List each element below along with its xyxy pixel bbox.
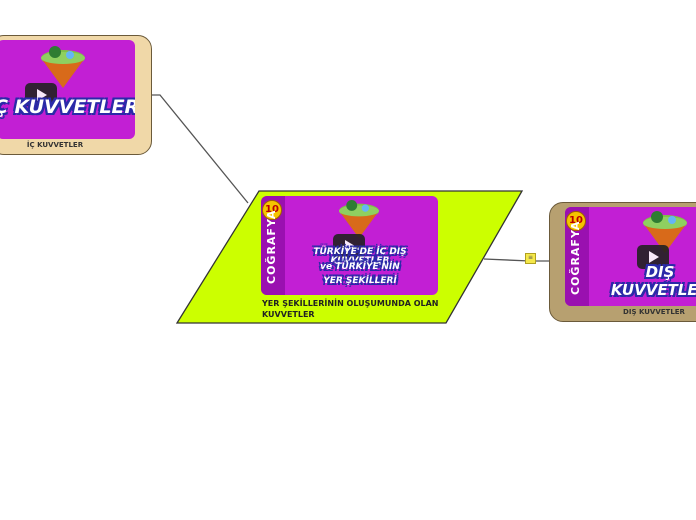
node-ic-kuvvetler[interactable]: İÇ KUVVETLER İÇ KUVVETLER xyxy=(0,35,152,155)
landscape-icon xyxy=(339,200,379,239)
play-icon[interactable] xyxy=(25,83,57,107)
play-icon[interactable] xyxy=(637,245,669,269)
node-label: İÇ KUVVETLER xyxy=(26,141,84,149)
thumbnail-center[interactable]: 10 COĞRAFYA TÜRKİYE'DE İÇ DIŞ KUVVETLER … xyxy=(261,196,438,295)
thumbnail-title-line2: KUVVETLER xyxy=(610,281,696,299)
subject-label: COĞRAFYA xyxy=(265,209,278,284)
node-label: YER ŞEKİLLERİNİN OLUŞUMUNDA OLAN KUVVETL… xyxy=(262,299,439,319)
node-label: DIŞ KUVVETLER xyxy=(623,308,685,316)
grade-badge: 10 xyxy=(262,200,282,220)
play-icon[interactable] xyxy=(333,234,365,258)
thumbnail-dis-kuvvetler[interactable]: 10 COĞRAFYA DIŞ KUVVETLER xyxy=(565,207,696,306)
thumbnail-title-line1: TÜRKİYE'DE İÇ DIŞ KUVVETLER xyxy=(313,247,407,267)
connector-left xyxy=(150,94,249,204)
landscape-icon xyxy=(41,46,85,88)
grade-badge: 10 xyxy=(566,211,586,231)
thumbnail-ic-kuvvetler[interactable]: İÇ KUVVETLER xyxy=(0,40,135,139)
thumbnail-title: İÇ KUVVETLER xyxy=(0,96,135,118)
note-icon[interactable]: ≡ xyxy=(525,253,536,264)
thumbnail-title-line2: ve TÜRKİYE'NİN xyxy=(320,262,400,272)
subject-label: COĞRAFYA xyxy=(569,220,582,295)
thumbnail-title-line1: DIŞ xyxy=(645,263,675,281)
thumbnail-title-line3: YER ŞEKİLLERİ xyxy=(323,276,397,286)
node-dis-kuvvetler[interactable]: 10 COĞRAFYA DIŞ KUVVETLER DIŞ KUVVETLER xyxy=(549,202,696,322)
landscape-icon xyxy=(643,211,687,253)
